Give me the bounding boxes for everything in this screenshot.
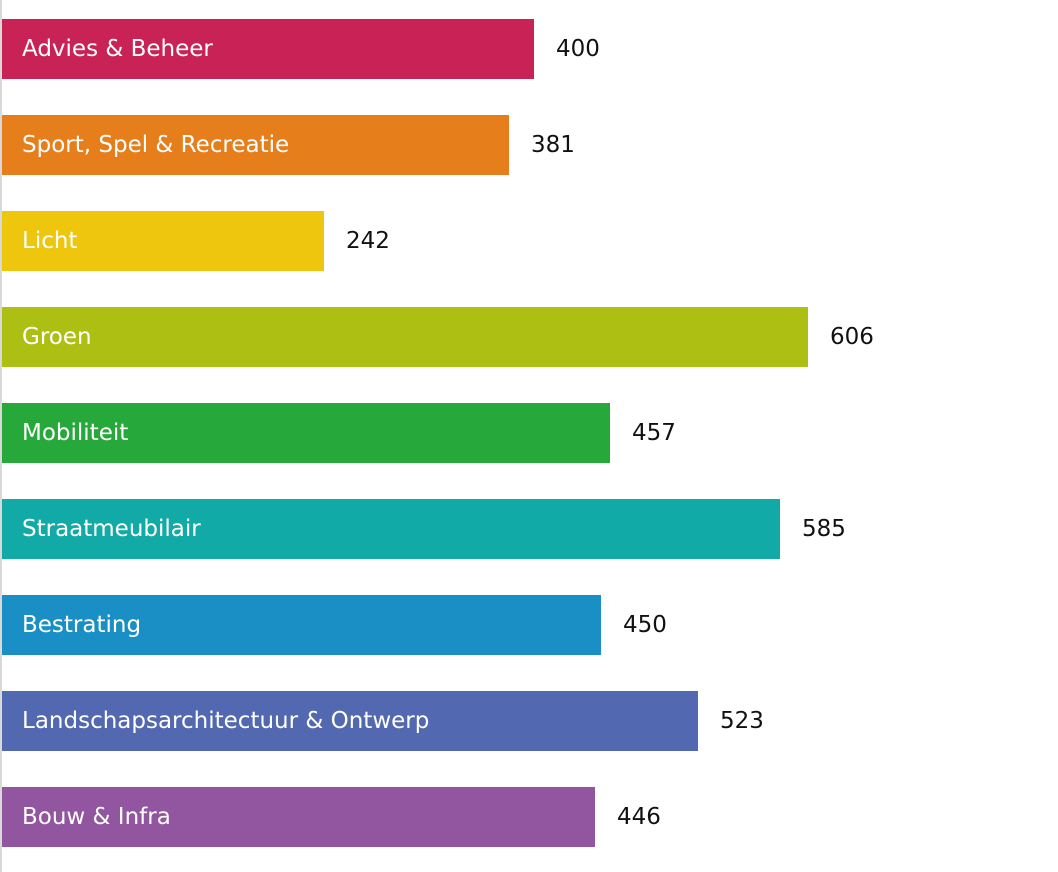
category-label: Licht [22, 228, 78, 254]
value-label: 457 [632, 420, 676, 446]
value-label: 523 [720, 708, 764, 734]
category-label: Mobiliteit [22, 420, 129, 446]
bar: Licht [2, 211, 324, 271]
value-label: 381 [531, 132, 575, 158]
bar: Bestrating [2, 595, 601, 655]
bar: Sport, Spel & Recreatie [2, 115, 509, 175]
bar: Straatmeubilair [2, 499, 780, 559]
category-label: Sport, Spel & Recreatie [22, 132, 290, 158]
value-label: 242 [346, 228, 390, 254]
bar: Landschapsarchitectuur & Ontwerp [2, 691, 698, 751]
bar: Advies & Beheer [2, 19, 534, 79]
category-label: Bouw & Infra [22, 804, 171, 830]
category-label: Landschapsarchitectuur & Ontwerp [22, 708, 430, 734]
y-axis-line [0, 0, 2, 872]
category-label: Groen [22, 324, 92, 350]
value-label: 585 [802, 516, 846, 542]
bar: Bouw & Infra [2, 787, 595, 847]
value-label: 450 [623, 612, 667, 638]
value-label: 400 [556, 36, 600, 62]
value-label: 446 [617, 804, 661, 830]
value-label: 606 [830, 324, 874, 350]
category-label: Advies & Beheer [22, 36, 213, 62]
category-label: Bestrating [22, 612, 142, 638]
bar: Groen [2, 307, 808, 367]
category-label: Straatmeubilair [22, 516, 201, 542]
bar: Mobiliteit [2, 403, 610, 463]
